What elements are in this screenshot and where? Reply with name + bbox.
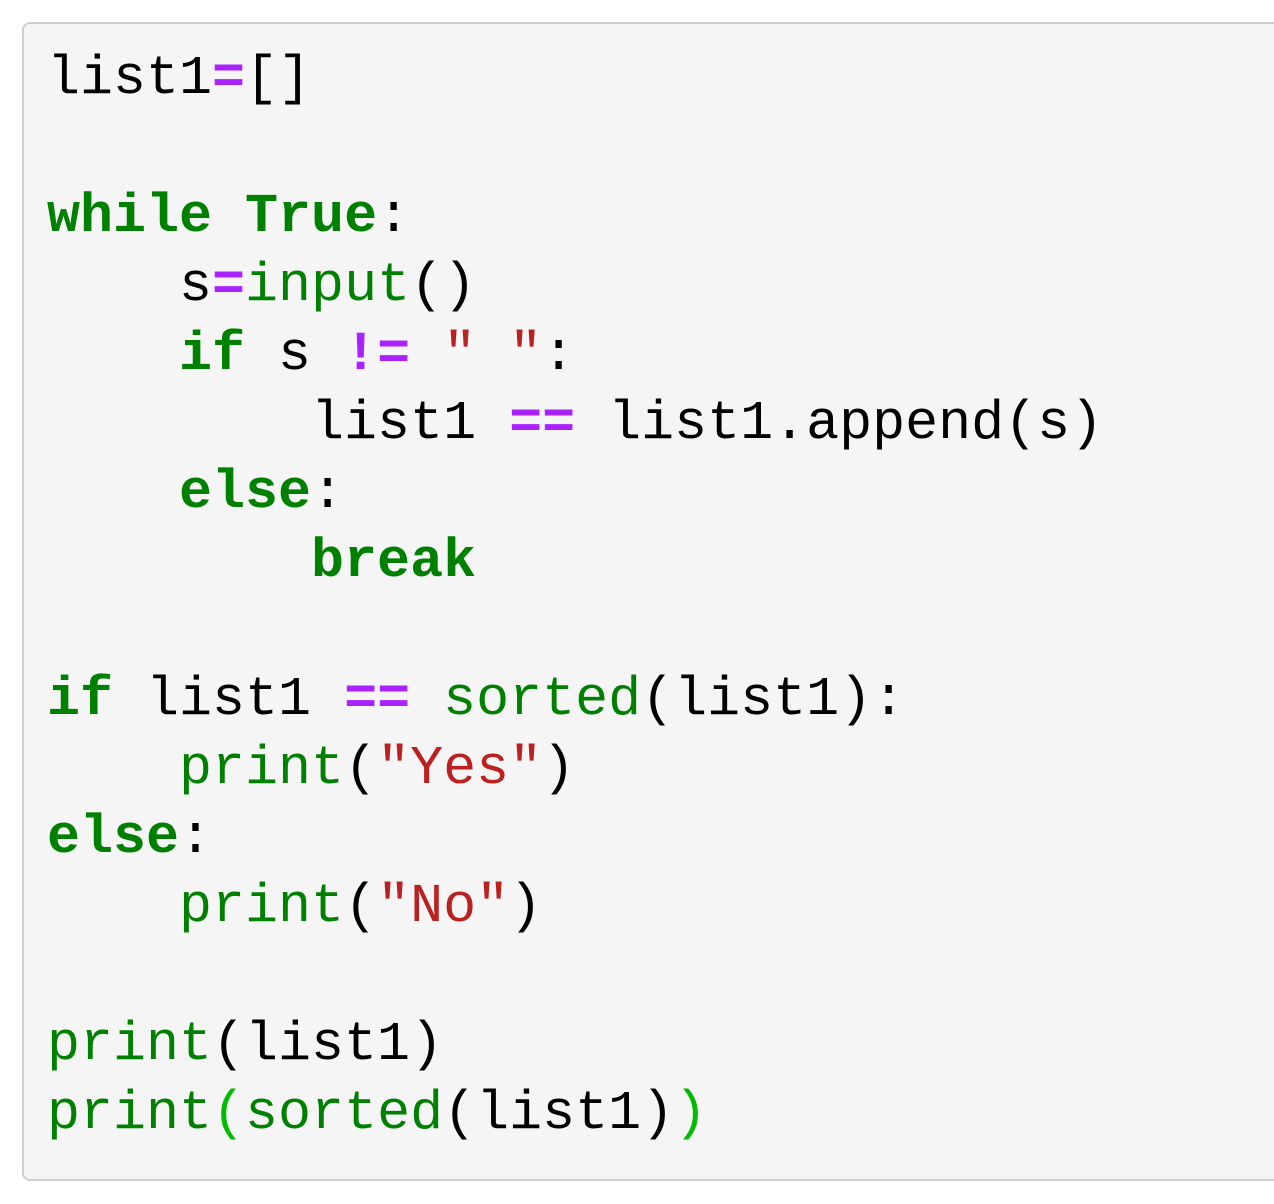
code-token-text: (list1): <box>641 668 906 731</box>
code-token-text: ( <box>344 875 378 938</box>
code-token-keyword: if <box>47 668 114 731</box>
code-token-text: list1 <box>47 47 213 110</box>
code-token-string: "Yes" <box>377 737 543 800</box>
code-token-text <box>47 875 179 938</box>
code-line: s=input() <box>47 251 1266 320</box>
code-token-operator: != <box>344 323 411 386</box>
code-token-text: s <box>245 323 345 386</box>
code-token-text <box>410 323 443 386</box>
code-cell[interactable]: list1=[]while True: s=input() if s != " … <box>22 22 1274 1181</box>
code-line <box>47 113 1266 182</box>
code-token-text: : <box>542 323 576 386</box>
code-token-keyword: True <box>245 185 378 248</box>
code-line: break <box>47 527 1266 596</box>
code-token-keyword: break <box>311 530 477 593</box>
code-token-operator: == <box>509 392 576 455</box>
code-token-string: " " <box>443 323 543 386</box>
code-token-text: (list1) <box>443 1082 675 1145</box>
code-token-text <box>47 530 311 593</box>
code-token-text: list1 <box>113 668 345 731</box>
code-token-operator: = <box>212 47 246 110</box>
code-token-builtin: print <box>47 1082 213 1145</box>
code-token-text: ( <box>344 737 378 800</box>
code-line <box>47 596 1266 665</box>
code-block: list1=[]while True: s=input() if s != " … <box>47 44 1266 1148</box>
code-line: else: <box>47 803 1266 872</box>
code-token-text <box>212 185 245 248</box>
code-token-builtin: print <box>47 1013 213 1076</box>
code-line: print(list1) <box>47 1010 1266 1079</box>
code-token-keyword: else <box>179 461 312 524</box>
code-token-keyword: while <box>47 185 213 248</box>
code-token-text: () <box>410 254 477 317</box>
code-line: else: <box>47 458 1266 527</box>
code-line: list1=[] <box>47 44 1266 113</box>
code-token-matching-bracket: ( <box>212 1082 246 1145</box>
code-token-text: : <box>179 806 213 869</box>
code-token-text <box>47 461 179 524</box>
code-token-text <box>47 323 179 386</box>
code-token-text: [] <box>245 47 312 110</box>
code-line <box>47 941 1266 1010</box>
code-token-text <box>410 668 443 731</box>
code-line: print(sorted(list1)) <box>47 1079 1266 1148</box>
code-token-text: ) <box>542 737 576 800</box>
code-token-matching-bracket: ) <box>674 1082 708 1145</box>
code-token-text: (list1) <box>212 1013 444 1076</box>
code-token-text: : <box>377 185 411 248</box>
code-token-text <box>47 737 179 800</box>
code-token-string: "No" <box>377 875 510 938</box>
code-line: list1 == list1.append(s) <box>47 389 1266 458</box>
code-token-builtin: input <box>245 254 411 317</box>
code-token-keyword: if <box>179 323 246 386</box>
code-token-operator: = <box>212 254 246 317</box>
code-line: print("Yes") <box>47 734 1266 803</box>
code-token-text: ) <box>509 875 543 938</box>
code-token-text: list1 <box>47 392 510 455</box>
code-line: while True: <box>47 182 1266 251</box>
code-token-text: s <box>47 254 213 317</box>
code-token-builtin: print <box>179 875 345 938</box>
code-token-text: list1.append(s) <box>575 392 1104 455</box>
code-token-operator: == <box>344 668 411 731</box>
code-line: if list1 == sorted(list1): <box>47 665 1266 734</box>
code-token-builtin: print <box>179 737 345 800</box>
code-line: if s != " ": <box>47 320 1266 389</box>
code-token-builtin: sorted <box>245 1082 444 1145</box>
code-token-builtin: sorted <box>443 668 642 731</box>
code-token-text: : <box>311 461 345 524</box>
code-token-keyword: else <box>47 806 180 869</box>
code-line: print("No") <box>47 872 1266 941</box>
